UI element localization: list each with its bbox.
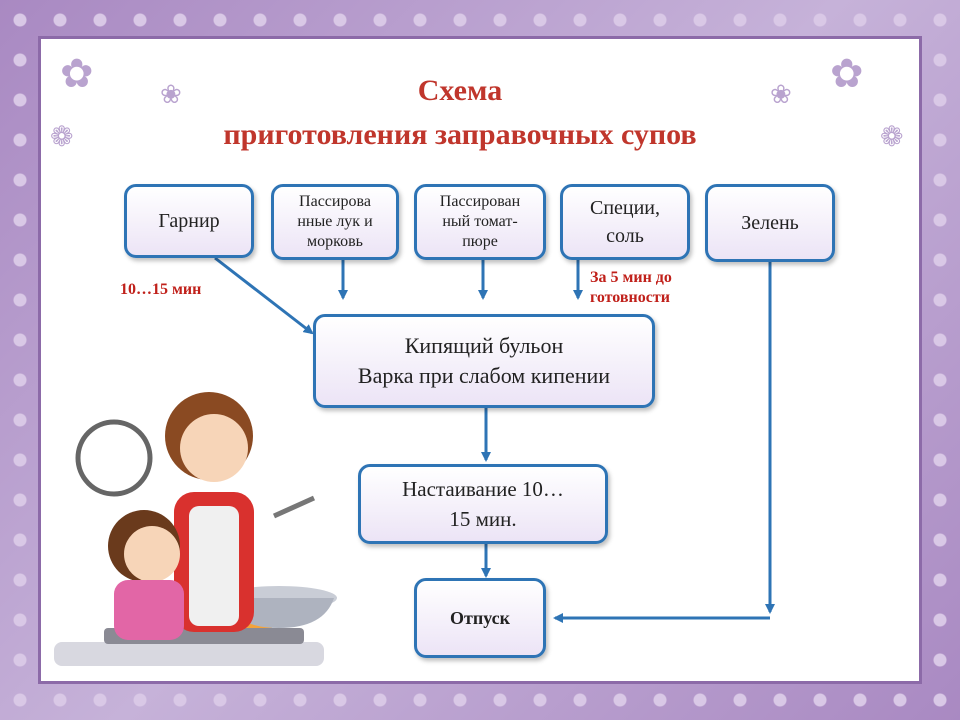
box-spices: Специи, соль [560, 184, 690, 260]
arrow-garnish-to-boiling [214, 256, 314, 335]
box-onion-carrot-label: Пассирова нные лук и морковь [297, 193, 373, 250]
flower-decoration-icon: ❀ [160, 80, 182, 109]
box-onion-carrot: Пассирова нные лук и морковь [271, 184, 399, 260]
flower-decoration-icon: ❁ [50, 122, 74, 153]
flower-decoration-icon: ❁ [880, 122, 904, 153]
flower-decoration-icon: ✿ [830, 51, 864, 96]
diagram-title-line1: Схема [417, 74, 503, 107]
box-greens-label: Зелень [741, 211, 799, 234]
box-infusing-label: Настаивание 10… 15 мин. [402, 477, 564, 531]
box-serving-label: Отпуск [449, 607, 511, 628]
box-tomato: Пассирован ный томат- пюре [414, 184, 546, 260]
spices-time-note: За 5 мин до готовности [590, 269, 672, 306]
garnish-time-note: 10…15 мин [120, 281, 202, 298]
box-boiling-label: Кипящий бульон Варка при слабом кипении [357, 333, 611, 388]
flower-decoration-icon: ✿ [60, 51, 94, 96]
diagram-title-line2: приготовления заправочных супов [223, 118, 697, 151]
box-boiling: Кипящий бульон Варка при слабом кипении [313, 314, 655, 408]
cooking-mother-daughter-illustration-icon [54, 392, 337, 666]
box-garnish-label: Гарнир [158, 209, 220, 232]
box-greens: Зелень [705, 184, 835, 262]
box-serving: Отпуск [414, 578, 546, 658]
box-garnish: Гарнир [124, 184, 254, 258]
box-tomato-label: Пассирован ный томат- пюре [439, 193, 521, 250]
box-infusing: Настаивание 10… 15 мин. [358, 464, 608, 544]
box-spices-label: Специи, соль [589, 197, 661, 247]
flower-decoration-icon: ❀ [770, 80, 792, 109]
